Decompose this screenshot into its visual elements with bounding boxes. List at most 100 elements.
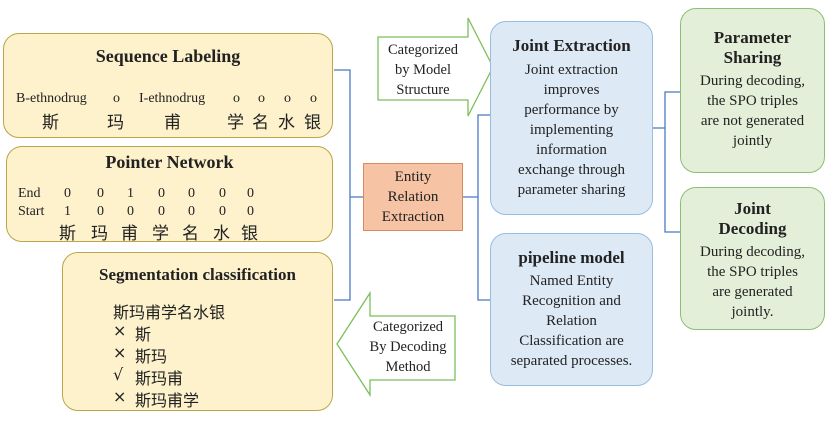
body-line: During decoding, [700, 244, 805, 260]
body-line: performance by [524, 102, 619, 118]
body-line: improves [543, 82, 600, 98]
title-line: Sharing [723, 48, 782, 67]
joint-extraction-title: Joint Extraction [512, 36, 631, 55]
char-token: 学 [152, 224, 169, 244]
segmentation-mark: × [113, 343, 127, 362]
parameter-sharing-body: During decoding, the SPO triples are not… [681, 71, 824, 151]
body-line: Joint extraction [525, 62, 618, 78]
char-token: 银 [304, 113, 321, 133]
body-line: implementing [529, 122, 614, 138]
pointer-network-box: Pointer Network End 0 0 1 0 0 0 0 Start … [6, 146, 333, 244]
body-line: jointly. [731, 304, 774, 320]
end-value: 1 [127, 186, 134, 201]
joint-extraction-box: Joint Extraction Joint extraction improv… [490, 21, 653, 215]
body-line: are not generated [700, 113, 805, 129]
char-token: 甫 [121, 224, 138, 244]
pipeline-model-title: pipeline model [518, 248, 625, 267]
right-bracket [463, 114, 490, 301]
char-token: 玛 [91, 224, 108, 244]
tag-label: o [113, 91, 120, 106]
segmentation-mark: × [113, 387, 127, 406]
body-line: separated processes. [510, 353, 633, 369]
tag-label: o [258, 91, 265, 106]
end-value: 0 [158, 186, 165, 201]
char-token: 斯 [59, 224, 76, 244]
start-value: 0 [188, 204, 195, 219]
arrow-model-line: by Model [395, 62, 451, 78]
segmentation-full-text: 斯玛甫学名水银 [113, 303, 226, 322]
body-line: exchange through [517, 162, 626, 178]
joint-extraction-body: Joint extraction improves performance by… [491, 60, 652, 200]
char-token: 甫 [164, 113, 181, 133]
arrow-model-shape [377, 17, 494, 117]
char-token: 斯 [42, 113, 59, 133]
pipeline-model-body: Named Entity Recognition and Relation Cl… [491, 271, 652, 371]
sequence-labeling-title: Sequence Labeling [95, 46, 241, 66]
segmentation-title: Segmentation classification [99, 265, 296, 284]
left-bracket [334, 69, 363, 301]
tag-label: I-ethnodrug [139, 91, 206, 106]
start-value: 0 [219, 204, 226, 219]
end-label: End [18, 186, 41, 201]
start-label: Start [18, 204, 45, 219]
parameter-sharing-title: Parameter Sharing [681, 28, 824, 68]
end-value: 0 [97, 186, 104, 201]
tag-label: B-ethnodrug [16, 91, 87, 106]
segmentation-mark: √ [113, 365, 124, 384]
char-token: 水 [213, 224, 230, 244]
joint-decoding-title: Joint Decoding [681, 199, 824, 239]
body-line: the SPO triples [707, 264, 798, 280]
end-value: 0 [188, 186, 195, 201]
char-token: 学 [227, 113, 244, 133]
center-line: Extraction [381, 209, 445, 225]
body-line: information [536, 142, 607, 158]
joint-decoding-box: Joint Decoding During decoding, the SPO … [680, 187, 825, 330]
tag-label: o [310, 91, 317, 106]
start-value: 0 [97, 204, 104, 219]
arrow-decoding-line: Categorized [372, 319, 444, 335]
arrow-model-line: Categorized [387, 42, 459, 58]
arrow-decoding-label: Categorized By Decoding Method [360, 317, 456, 377]
segmentation-candidate: 斯玛甫 [135, 369, 184, 388]
start-value: 0 [158, 204, 165, 219]
center-line: Entity [394, 169, 432, 185]
sequence-labeling-box: Sequence Labeling B-ethnodrug o I-ethnod… [3, 33, 333, 138]
segmentation-box: Segmentation classification 斯玛甫学名水银 × 斯 … [62, 252, 333, 411]
entity-relation-extraction-box: Entity Relation Extraction [363, 163, 463, 231]
start-value: 0 [127, 204, 134, 219]
body-line: Named Entity [529, 273, 614, 289]
arrow-decoding-line: By Decoding [369, 339, 447, 355]
segmentation-candidate: 斯玛甫学 [135, 391, 200, 410]
arrow-decoding-line: Method [385, 359, 431, 375]
body-line: Recognition and [522, 293, 621, 309]
body-line: are generated [712, 284, 793, 300]
end-value: 0 [219, 186, 226, 201]
body-line: the SPO triples [707, 93, 798, 109]
arrow-decoding-shape [336, 290, 456, 398]
center-line: Relation [387, 189, 439, 205]
char-token: 银 [241, 224, 258, 244]
arrow-model-line: Structure [396, 82, 450, 98]
title-line: Decoding [718, 219, 787, 238]
start-value: 1 [64, 204, 71, 219]
char-token: 玛 [107, 113, 124, 133]
char-token: 名 [182, 224, 199, 244]
start-value: 0 [247, 204, 254, 219]
end-value: 0 [247, 186, 254, 201]
end-value: 0 [64, 186, 71, 201]
body-line: jointly [732, 133, 773, 149]
body-line: Relation [546, 313, 597, 329]
pointer-network-title: Pointer Network [105, 152, 234, 172]
tag-label: o [233, 91, 240, 106]
body-line: Classification are [519, 333, 624, 349]
char-token: 水 [278, 113, 295, 133]
title-line: Parameter [713, 28, 792, 47]
joint-decoding-body: During decoding, the SPO triples are gen… [681, 242, 824, 322]
arrow-model-label: Categorized by Model Structure [380, 40, 466, 100]
segmentation-candidate: 斯玛 [135, 347, 168, 366]
title-line: Joint [734, 199, 771, 218]
tag-label: o [284, 91, 291, 106]
body-line: parameter sharing [517, 182, 626, 198]
segmentation-mark: × [113, 321, 127, 340]
